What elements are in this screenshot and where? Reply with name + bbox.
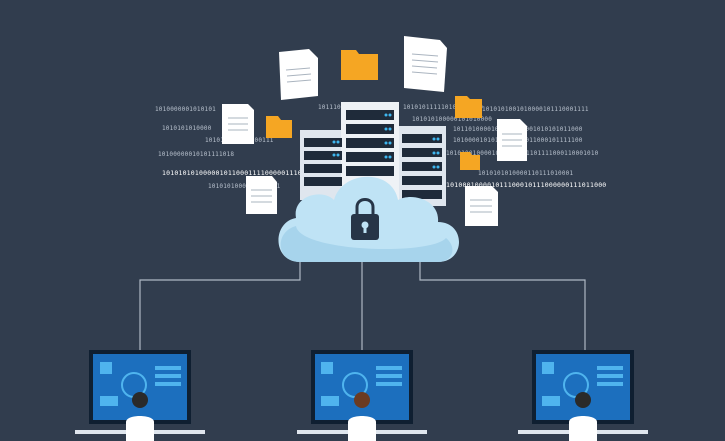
workstation-3 [518,350,648,441]
user-icon [569,392,597,441]
binary-stream: 10101010100000101100011110000011100 [162,169,306,177]
binary-stream: 101010100000101010000 [412,116,493,123]
binary-stream: 1010000001010101 [155,106,216,113]
binary-stream: 1010101010000 [162,125,212,132]
binary-stream: 1010101010000110111010001 [478,170,574,177]
binary-stream: 101000100001011100010111000000111011000 [446,181,607,189]
document-lines [228,53,522,213]
cloud-lock-icon [278,176,459,262]
binary-stream: 1010101000000001111 [208,183,281,190]
binary-stream: 101010111110100011110 [403,104,484,111]
user-icon [126,392,154,441]
network-lines [139,262,586,352]
workstation-1 [75,350,205,441]
binary-stream: 1010101001010000101110001111 [482,106,589,113]
user-icon [348,392,376,441]
workstation-2 [297,350,427,441]
binary-stream: 10100000010101111018 [158,151,235,158]
folder-icon [266,50,482,170]
